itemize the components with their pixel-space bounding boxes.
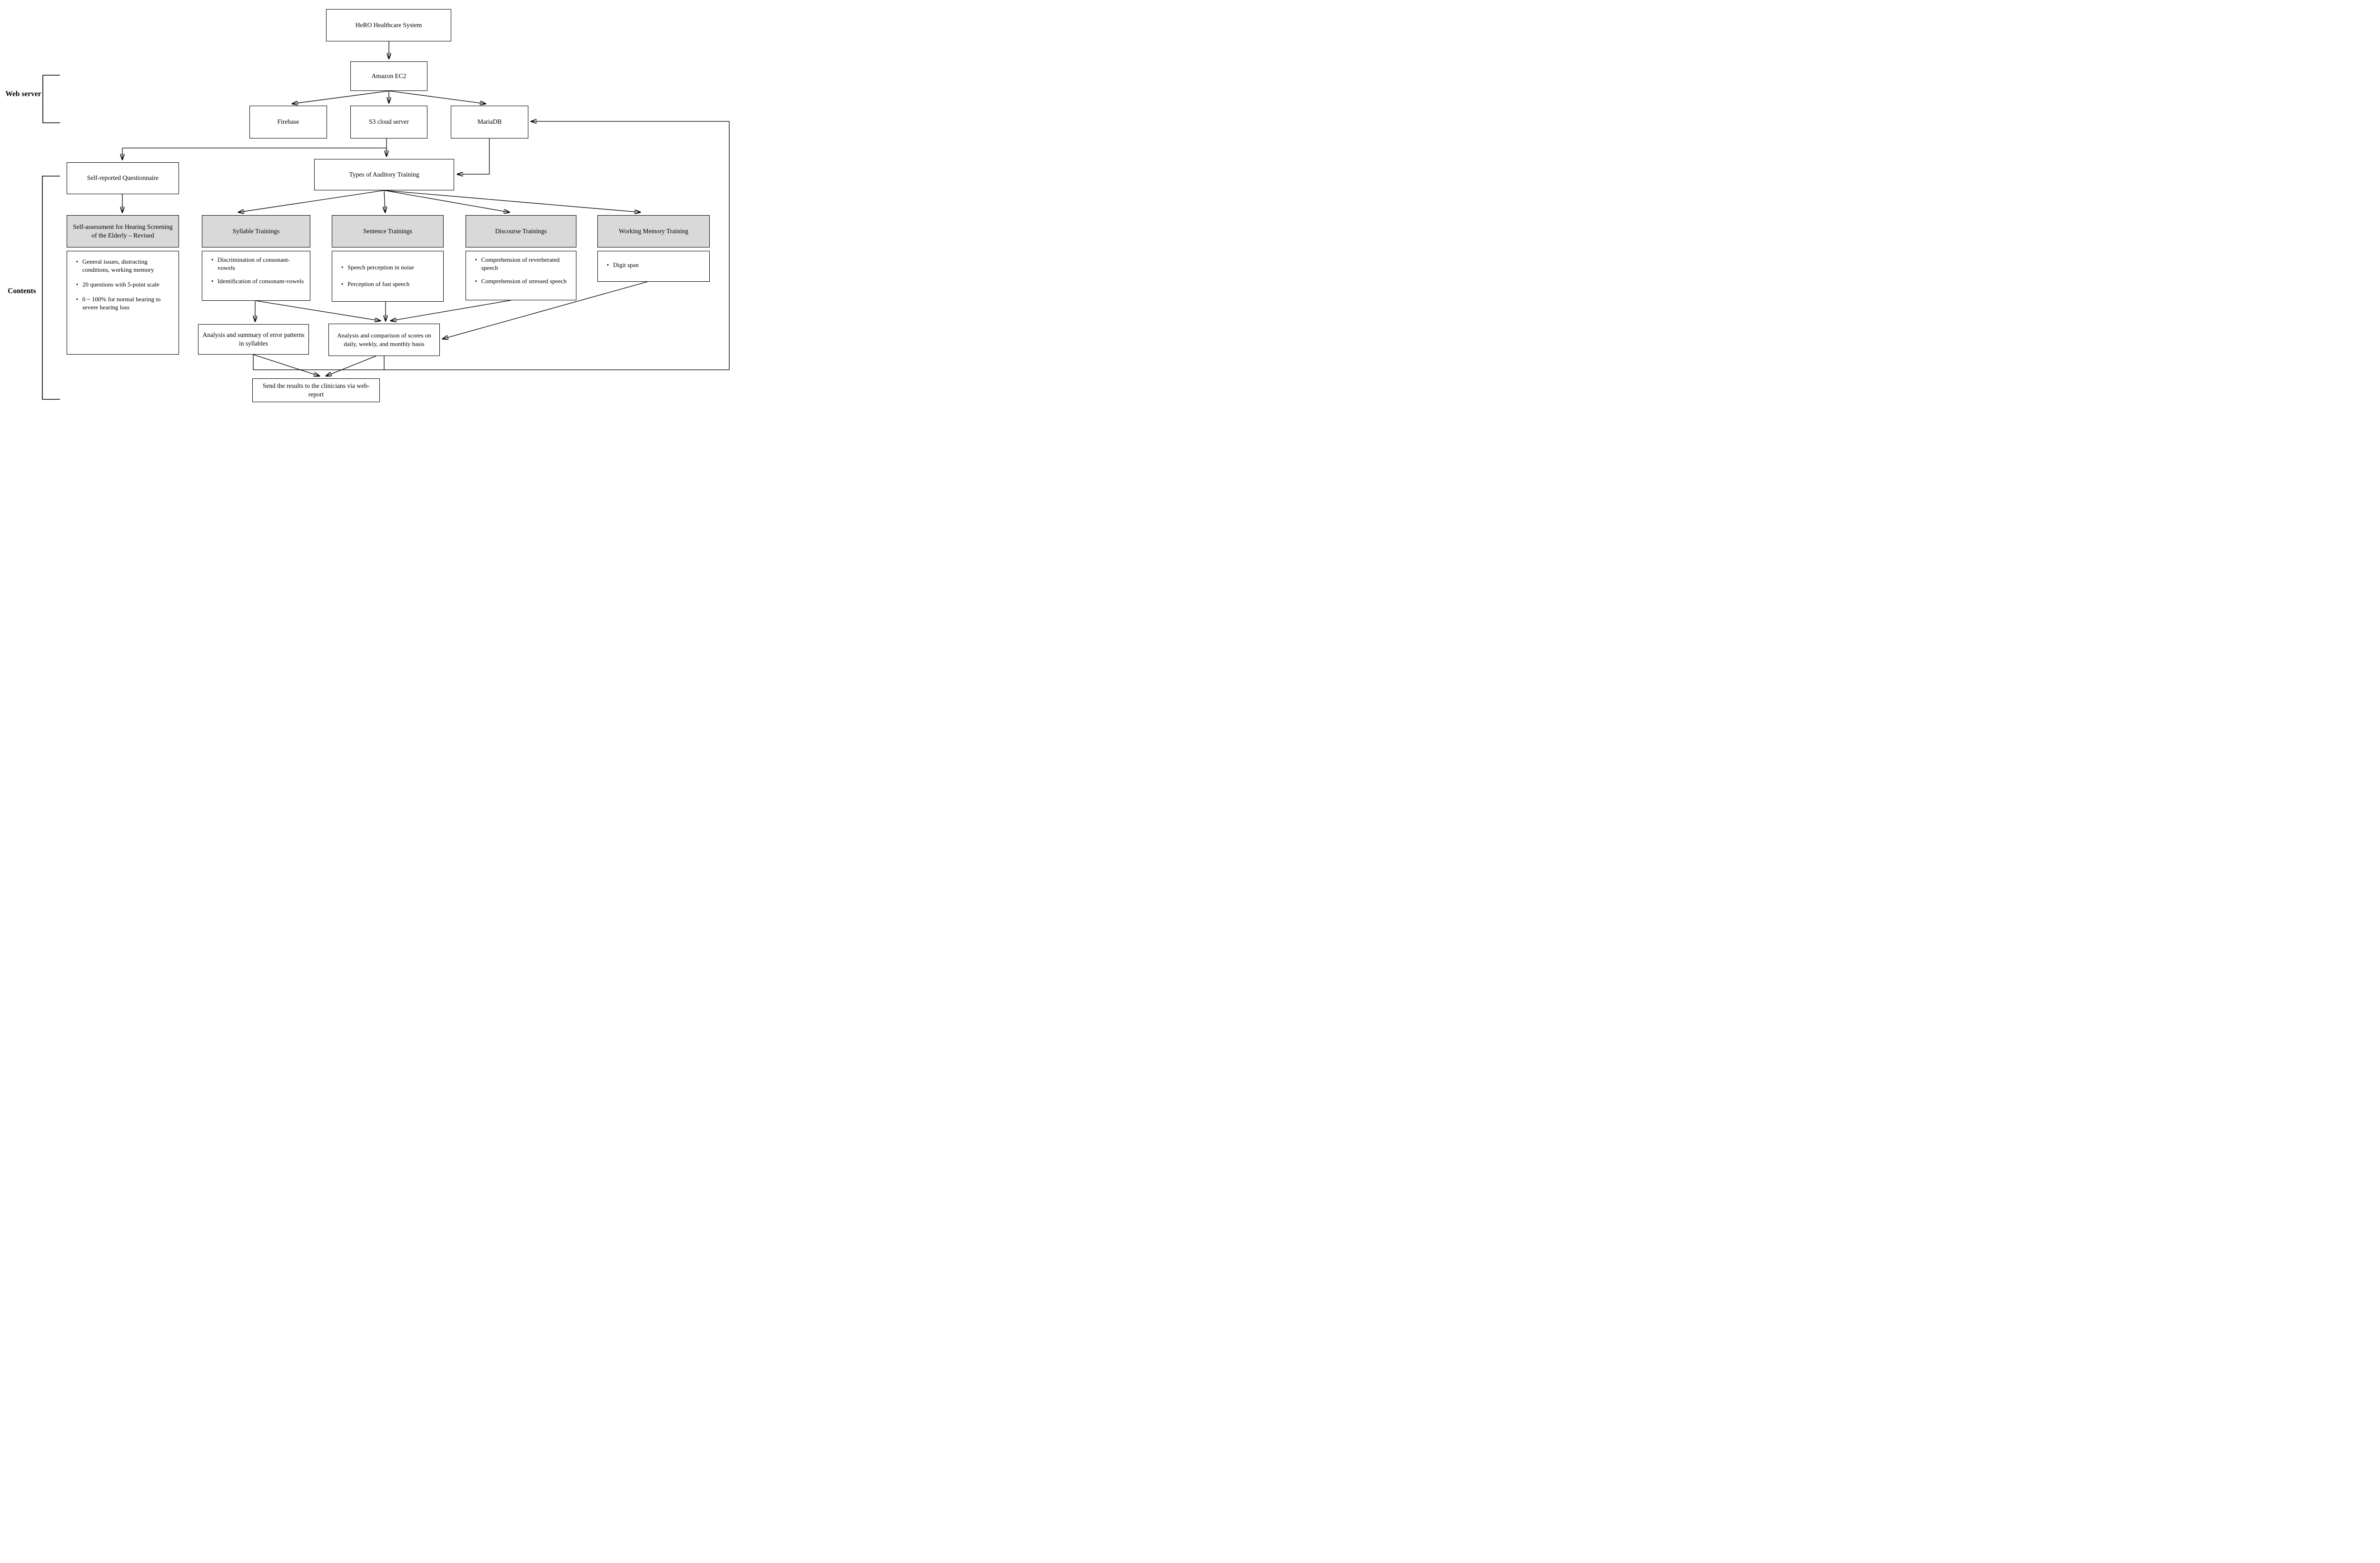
header-sentence-trainings: Sentence Trainings xyxy=(332,215,444,247)
bullet-icon xyxy=(603,261,613,269)
content-sentence-trainings: Speech perception in noise Perception of… xyxy=(332,251,444,302)
node-amazon-ec2: Amazon EC2 xyxy=(350,61,427,91)
edge-types-to-working-memory xyxy=(384,190,640,212)
bullet-item: Discrimination of consonant-vowels xyxy=(207,256,306,272)
web-server-bracket xyxy=(42,75,60,123)
edge-types-to-discourse xyxy=(384,190,509,212)
node-send-results: Send the results to the clinicians via w… xyxy=(252,378,380,402)
contents-bracket xyxy=(42,176,60,400)
node-mariadb: MariaDB xyxy=(451,106,528,138)
edge-summary-to-send xyxy=(253,354,319,376)
edge-working-memory-to-comparison xyxy=(443,281,648,339)
contents-label: Contents xyxy=(8,287,36,295)
connector-layer xyxy=(42,41,730,400)
bullet-item: 20 questions with 5-point scale xyxy=(72,281,175,289)
bullet-item: Perception of fast speech xyxy=(337,280,439,288)
bullet-item: Comprehension of stressed speech xyxy=(471,277,572,286)
bullet-icon xyxy=(72,296,82,312)
bullet-icon xyxy=(207,277,218,286)
content-working-memory-training: Digit span xyxy=(597,251,710,282)
node-types-of-auditory-training: Types of Auditory Training xyxy=(314,159,454,190)
edge-ec2-to-firebase xyxy=(292,90,389,104)
edge-types-to-sentence xyxy=(384,190,385,212)
edge-feedback-to-mariadb xyxy=(253,121,730,370)
bullet-item: Digit span xyxy=(603,261,705,269)
header-discourse-trainings: Discourse Trainings xyxy=(466,215,576,247)
bullet-item: Comprehension of reverberated speech xyxy=(471,256,572,272)
bullet-icon xyxy=(337,280,347,288)
node-s3-cloud-server: S3 cloud server xyxy=(350,106,427,138)
node-self-reported-questionnaire: Self-reported Questionnaire xyxy=(67,162,179,194)
node-hero-healthcare-system: HeRO Healthcare System xyxy=(326,9,451,41)
edge-s3-split-stem xyxy=(122,138,387,148)
bullet-icon xyxy=(72,281,82,289)
content-discourse-trainings: Comprehension of reverberated speech Com… xyxy=(466,251,576,300)
bullet-item: General issues, distracting conditions, … xyxy=(72,258,175,274)
header-syllable-trainings: Syllable Trainings xyxy=(202,215,310,247)
edge-syllable-to-comparison xyxy=(256,300,380,321)
bullet-icon xyxy=(207,256,218,272)
node-analysis-summary: Analysis and summary of error patterns i… xyxy=(198,324,309,355)
bullet-item: 0 ~ 100% for normal hearing to severe he… xyxy=(72,296,175,312)
header-self-assessment: Self-assessment for Hearing Screening of… xyxy=(67,215,179,247)
node-analysis-comparison: Analysis and comparison of scores on dai… xyxy=(328,324,440,356)
bullet-icon xyxy=(471,256,481,272)
web-server-label: Web server xyxy=(5,90,41,98)
bullet-item: Speech perception in noise xyxy=(337,264,439,272)
edge-ec2-to-mariadb xyxy=(388,90,486,104)
edge-discourse-to-comparison xyxy=(391,300,511,321)
bullet-icon xyxy=(471,277,481,286)
node-firebase: Firebase xyxy=(249,106,327,138)
content-syllable-trainings: Discrimination of consonant-vowels Ident… xyxy=(202,251,310,301)
bullet-item: Identification of consonant-vowels xyxy=(207,277,306,286)
edge-types-to-syllable xyxy=(238,190,385,212)
content-self-assessment: General issues, distracting conditions, … xyxy=(67,251,179,355)
bullet-icon xyxy=(72,258,82,274)
header-working-memory-training: Working Memory Training xyxy=(597,215,710,247)
diagram-canvas: { "nodes": { "hero": {"label": "HeRO Hea… xyxy=(0,0,736,420)
edge-comparison-to-send xyxy=(326,356,377,376)
edge-mariadb-to-types xyxy=(457,138,490,174)
bullet-icon xyxy=(337,264,347,272)
